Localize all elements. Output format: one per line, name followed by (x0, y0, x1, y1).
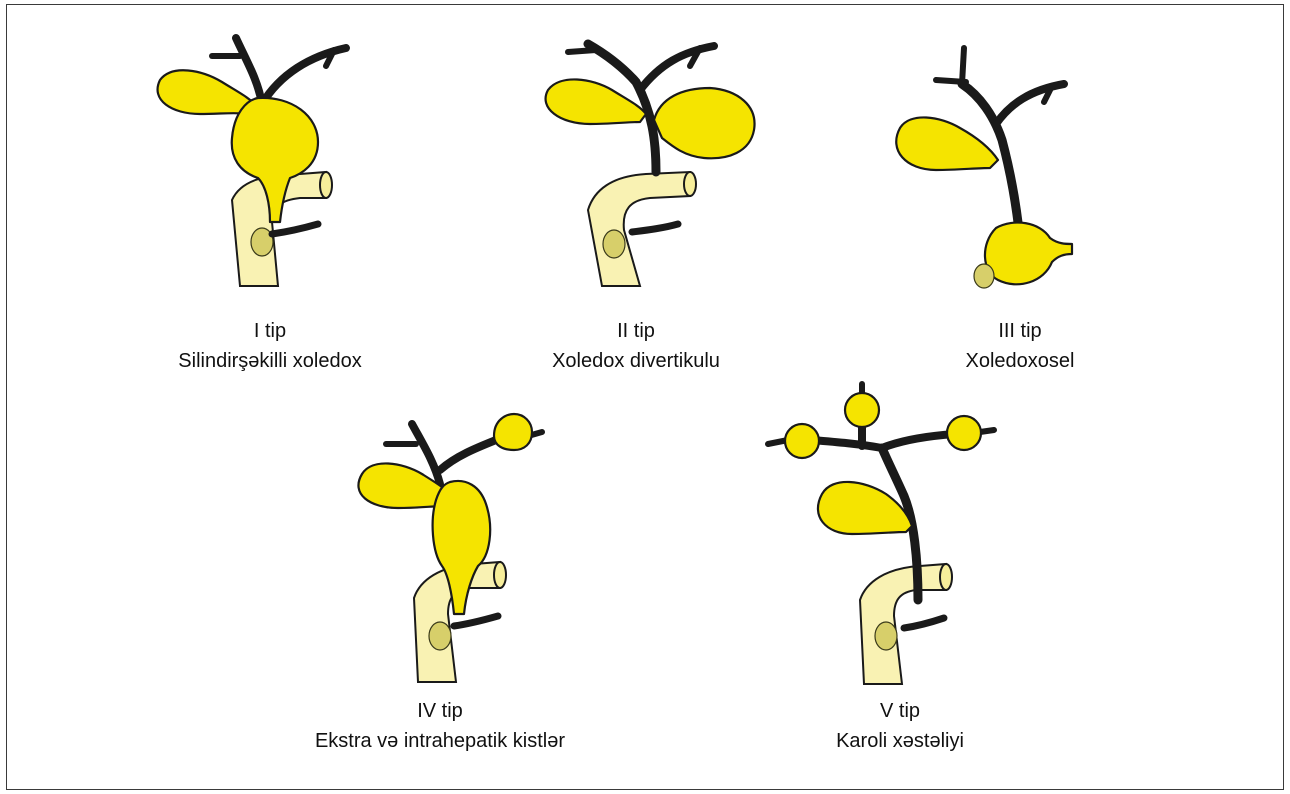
type-label: III tip (900, 316, 1140, 346)
type-1-illustration (158, 38, 346, 286)
duodenum-lumen (320, 172, 332, 198)
diverticulum (654, 88, 755, 158)
type-2-illustration (546, 44, 755, 286)
caption-type-1: I tip Silindirşəkilli xoledox (140, 316, 400, 376)
intrahepatic-cyst (494, 414, 532, 450)
papilla (974, 264, 994, 288)
type-name: Karoli xəstəliyi (790, 726, 1010, 756)
type-name: Ekstra və intrahepatik kistlər (280, 726, 600, 756)
type-3-illustration (896, 48, 1072, 288)
type-label: IV tip (280, 696, 600, 726)
type-name: Xoledoxosel (900, 346, 1140, 376)
papilla (603, 230, 625, 258)
type-label: I tip (140, 316, 400, 346)
intrahepatic-cyst-top (845, 393, 879, 427)
type-label: V tip (790, 696, 1010, 726)
caption-type-4: IV tip Ekstra və intrahepatik kistlər (280, 696, 600, 756)
type-5-illustration (768, 384, 994, 684)
papilla (429, 622, 451, 650)
gallbladder (896, 117, 998, 170)
intrahepatic-cyst-left (785, 424, 819, 458)
caption-type-5: V tip Karoli xəstəliyi (790, 696, 1010, 756)
type-4-illustration (358, 414, 542, 682)
duodenum-lumen (940, 564, 952, 590)
choledochocele (985, 223, 1072, 285)
papilla (875, 622, 897, 650)
caption-type-2: II tip Xoledox divertikulu (506, 316, 766, 376)
gallbladder (546, 79, 646, 124)
intrahepatic-cyst-right (947, 416, 981, 450)
type-name: Xoledox divertikulu (506, 346, 766, 376)
duodenum-lumen (494, 562, 506, 588)
caption-type-3: III tip Xoledoxosel (900, 316, 1140, 376)
type-name: Silindirşəkilli xoledox (140, 346, 400, 376)
type-label: II tip (506, 316, 766, 346)
duodenum-lumen (684, 172, 696, 196)
gallbladder (158, 70, 256, 114)
